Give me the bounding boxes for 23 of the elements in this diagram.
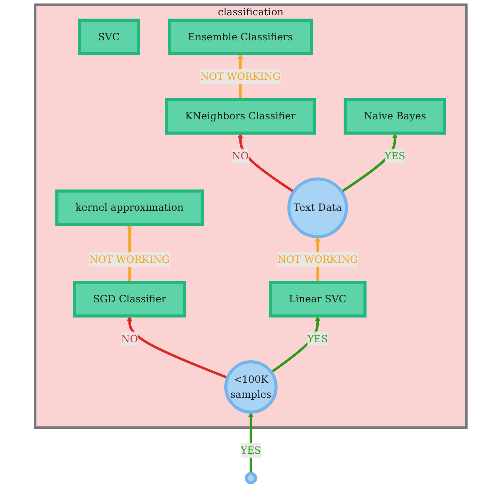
node-box: SGD Classifier — [73, 281, 187, 318]
node-circle: Text Data — [288, 178, 348, 238]
node-box: Naive Bayes — [344, 98, 446, 135]
node-circle: <100K samples — [224, 360, 278, 414]
node-box: kernel approximation — [56, 190, 204, 226]
node-box: Ensemble Classifiers — [168, 18, 314, 56]
edge-label: NOT WORKING — [278, 254, 358, 266]
edge-label: NO — [232, 150, 250, 162]
arrow — [238, 133, 295, 194]
edge-label: YES — [384, 150, 406, 162]
node-box: KNeighbors Classifier — [165, 98, 316, 135]
edge-label: YES — [240, 444, 262, 456]
edge-label: NOT WORKING — [90, 254, 170, 266]
arrow — [248, 412, 254, 474]
node-circle — [244, 472, 258, 485]
node-box: SVC — [78, 18, 140, 56]
arrow — [127, 316, 228, 380]
edge-label: YES — [308, 332, 328, 345]
node-box: Linear SVC — [269, 281, 367, 318]
edge-label: NO — [121, 332, 138, 345]
edge-label: NOT WORKING — [200, 70, 281, 82]
arrow — [341, 133, 398, 194]
arrow — [270, 316, 321, 374]
